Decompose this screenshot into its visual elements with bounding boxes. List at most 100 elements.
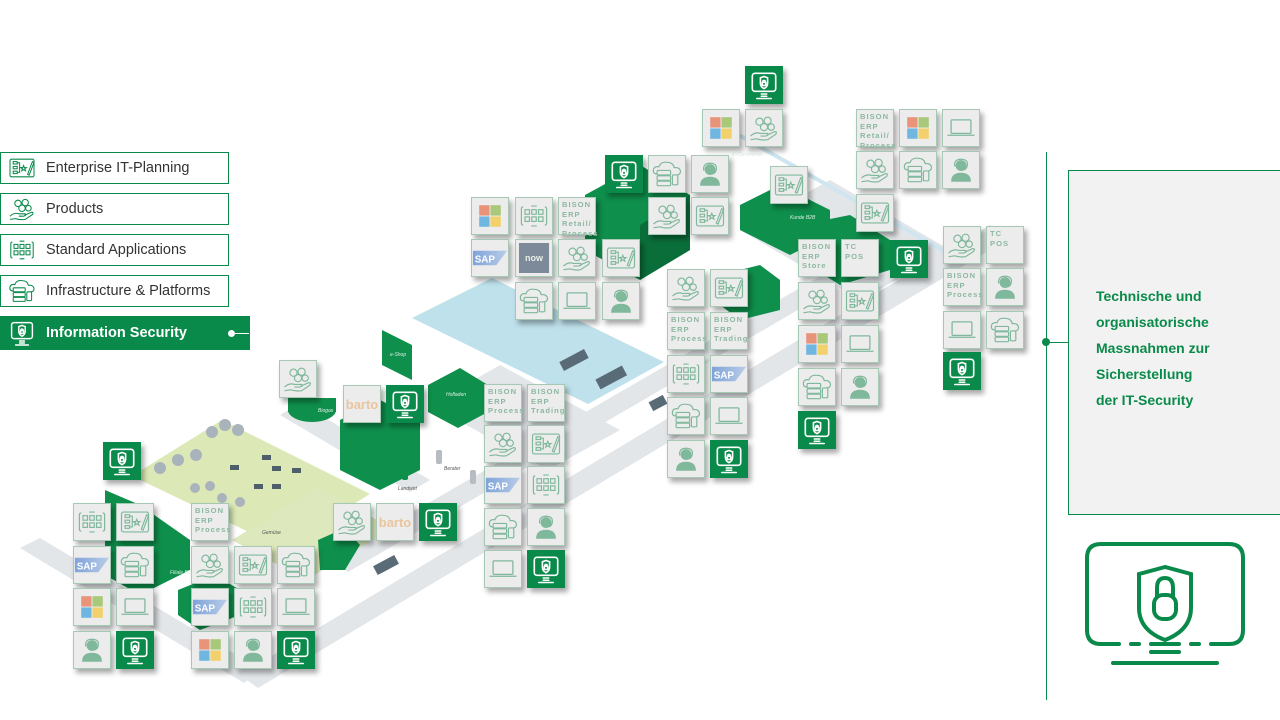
info-security-tile[interactable] <box>890 240 928 278</box>
tile-label: BISON ERP Process <box>671 315 708 343</box>
support-tile[interactable] <box>602 282 640 320</box>
laptop-tile[interactable] <box>710 397 748 435</box>
product-label-tile[interactable]: TC POS <box>841 239 879 277</box>
info-security-tile[interactable] <box>527 550 565 588</box>
sap-tile[interactable]: SAP <box>484 466 522 504</box>
laptop-tile[interactable] <box>942 109 980 147</box>
standard-apps-tile[interactable] <box>667 355 705 393</box>
info-security-tile[interactable] <box>710 440 748 478</box>
products-tile[interactable] <box>484 425 522 463</box>
it-planning-tile[interactable] <box>234 546 272 584</box>
product-label-tile[interactable]: BISON ERP Trading <box>710 312 748 350</box>
info-security-tile[interactable] <box>798 411 836 449</box>
infrastructure-tile[interactable] <box>515 282 553 320</box>
products-tile[interactable] <box>856 151 894 189</box>
laptop-tile[interactable] <box>277 588 315 626</box>
it-planning-tile[interactable] <box>770 166 808 204</box>
infrastructure-tile[interactable] <box>899 151 937 189</box>
product-label-tile[interactable]: BISON ERP Retail/ Process <box>856 109 896 150</box>
products-tile[interactable] <box>191 546 229 584</box>
sap-logo-icon: SAP <box>192 599 228 615</box>
it-planning-tile[interactable] <box>856 194 894 232</box>
legend-item-enterprise-it-planning[interactable]: Enterprise IT-Planning <box>0 152 229 184</box>
info-security-tile[interactable] <box>943 352 981 390</box>
it-planning-tile[interactable] <box>116 503 154 541</box>
microsoft-tile[interactable] <box>702 109 740 147</box>
support-tile[interactable] <box>527 508 565 546</box>
laptop-tile[interactable] <box>484 550 522 588</box>
laptop-tile[interactable] <box>841 325 879 363</box>
infrastructure-tile[interactable] <box>116 546 154 584</box>
lock-monitor-icon <box>117 632 153 668</box>
products-tile[interactable] <box>558 239 596 277</box>
standard-apps-tile[interactable] <box>234 588 272 626</box>
info-security-tile[interactable] <box>605 155 643 193</box>
barto-tile[interactable]: barto <box>376 503 414 541</box>
support-tile[interactable] <box>986 268 1024 306</box>
products-tile[interactable] <box>943 226 981 264</box>
product-label-tile[interactable]: BISON ERP Trading <box>527 384 565 422</box>
legend-item-standard-applications[interactable]: Standard Applications <box>0 234 229 266</box>
servicenow-tile[interactable]: now <box>515 239 553 277</box>
standard-apps-tile[interactable] <box>515 197 553 235</box>
product-label-tile[interactable]: BISON ERP Store <box>798 239 836 277</box>
microsoft-tile[interactable] <box>471 197 509 235</box>
product-label-tile[interactable]: BISON ERP Process <box>191 503 231 541</box>
microsoft-tile[interactable] <box>73 588 111 626</box>
laptop-tile[interactable] <box>943 311 981 349</box>
it-planning-tile[interactable] <box>841 282 879 320</box>
info-security-tile[interactable] <box>277 631 315 669</box>
infrastructure-tile[interactable] <box>277 546 315 584</box>
it-planning-tile[interactable] <box>602 239 640 277</box>
product-label-tile[interactable]: BISON ERP Process <box>943 268 983 306</box>
infrastructure-tile[interactable] <box>986 311 1024 349</box>
laptop-tile[interactable] <box>558 282 596 320</box>
microsoft-tile[interactable] <box>899 109 937 147</box>
support-tile[interactable] <box>942 151 980 189</box>
product-label-tile[interactable]: TC POS <box>986 226 1024 264</box>
products-tile[interactable] <box>798 282 836 320</box>
support-tile[interactable] <box>234 631 272 669</box>
products-tile[interactable] <box>333 503 371 541</box>
info-security-tile[interactable] <box>745 66 783 104</box>
products-tile[interactable] <box>279 360 317 398</box>
standard-apps-tile[interactable] <box>527 466 565 504</box>
support-tile[interactable] <box>73 631 111 669</box>
it-planning-tile[interactable] <box>710 269 748 307</box>
info-security-tile[interactable] <box>386 385 424 423</box>
microsoft-tile[interactable] <box>191 631 229 669</box>
products-tile[interactable] <box>667 269 705 307</box>
info-security-tile[interactable] <box>103 442 141 480</box>
standard-apps-tile[interactable] <box>73 503 111 541</box>
sap-tile[interactable]: SAP <box>710 355 748 393</box>
infrastructure-tile[interactable] <box>648 155 686 193</box>
legend-item-information-security[interactable]: Information Security <box>0 316 250 350</box>
it-planning-tile[interactable] <box>691 197 729 235</box>
sap-logo-icon: SAP <box>485 477 521 493</box>
product-label-tile[interactable]: BISON ERP Retail/ Process <box>558 197 598 238</box>
barto-tile[interactable]: barto <box>343 385 381 423</box>
laptop-tile[interactable] <box>116 588 154 626</box>
info-security-tile[interactable] <box>419 503 457 541</box>
info-security-tile[interactable] <box>116 631 154 669</box>
infrastructure-tile[interactable] <box>798 368 836 406</box>
lock-monitor-icon <box>746 67 782 103</box>
support-tile[interactable] <box>691 155 729 193</box>
sap-tile[interactable]: SAP <box>471 239 509 277</box>
legend-item-infrastructure-platforms[interactable]: Infrastructure & Platforms <box>0 275 229 307</box>
support-tile[interactable] <box>841 368 879 406</box>
infrastructure-tile[interactable] <box>667 397 705 435</box>
information-security-large-icon <box>1085 542 1245 665</box>
products-tile[interactable] <box>648 197 686 235</box>
infrastructure-tile[interactable] <box>484 508 522 546</box>
sap-tile[interactable]: SAP <box>73 546 111 584</box>
product-label-tile[interactable]: BISON ERP Process <box>484 384 524 422</box>
it-planning-tile[interactable] <box>527 425 565 463</box>
legend-item-products[interactable]: Products <box>0 193 229 225</box>
lock-monitor-icon <box>891 241 927 277</box>
sap-tile[interactable]: SAP <box>191 588 229 626</box>
support-tile[interactable] <box>667 440 705 478</box>
products-tile[interactable] <box>745 109 783 147</box>
microsoft-tile[interactable] <box>798 325 836 363</box>
product-label-tile[interactable]: BISON ERP Process <box>667 312 708 350</box>
